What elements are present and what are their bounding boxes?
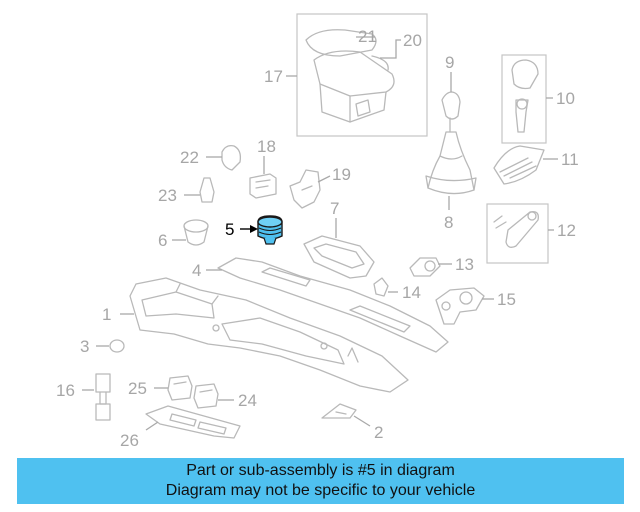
callout-14: 14	[402, 283, 421, 302]
callout-7: 7	[330, 199, 339, 218]
part-bolt-23	[199, 177, 215, 203]
banner-line-disclaimer: Diagram may not be specific to your vehi…	[165, 482, 476, 499]
callout-5: 5	[225, 220, 234, 239]
part-console-1	[129, 277, 409, 393]
part-13	[409, 257, 441, 277]
callout-15: 15	[497, 290, 516, 309]
callout-26: 26	[120, 431, 139, 450]
part-14	[373, 277, 389, 297]
part-knob-set	[501, 54, 547, 144]
callout-13: 13	[455, 255, 474, 274]
banner-line-part-number: Part or sub-assembly is #5 in diagram	[186, 462, 455, 479]
part-switch-18	[249, 173, 277, 199]
callout-4: 4	[192, 261, 201, 280]
parts-diagram: 1 2 3 4 5 6 7 8 9 10 11 12 13 14 15 16 1…	[56, 13, 579, 450]
callout-19: 19	[332, 165, 351, 184]
callout-23: 23	[158, 186, 177, 205]
part-plug-16	[95, 373, 111, 421]
part-bezel-26	[145, 405, 241, 439]
callout-3: 3	[80, 337, 89, 356]
part-shift-knob	[441, 91, 461, 133]
callout-1: 1	[102, 305, 111, 324]
callout-20: 20	[403, 31, 422, 50]
callout-9: 9	[445, 53, 454, 72]
callout-8: 8	[444, 213, 453, 232]
part-console-trim-4	[217, 257, 449, 353]
part-tray-7	[303, 235, 375, 279]
part-5-highlighted	[257, 215, 283, 245]
part-cap-22	[221, 144, 242, 171]
callout-10: 10	[556, 89, 575, 108]
callout-21: 21	[358, 27, 377, 46]
callout-12: 12	[557, 221, 576, 240]
callout-6: 6	[158, 231, 167, 250]
callout-2: 2	[374, 423, 383, 442]
callout-17: 17	[264, 67, 283, 86]
callout-11: 11	[561, 150, 579, 169]
part-grommet-3	[109, 339, 125, 353]
part-lighter	[486, 203, 549, 264]
part-bracket-19	[289, 169, 321, 209]
part-armrest-box	[296, 13, 428, 137]
callout-24: 24	[238, 391, 257, 410]
part-5-arrowhead	[250, 225, 258, 233]
part-shift-boot	[425, 131, 477, 195]
part-clip-2	[321, 403, 357, 419]
callout-22: 22	[180, 148, 199, 167]
part-switch-24	[193, 383, 219, 409]
callout-16: 16	[56, 381, 75, 400]
part-switch-25	[167, 375, 193, 401]
part-cup-6	[183, 219, 209, 246]
callout-25: 25	[128, 379, 147, 398]
part-15	[435, 287, 485, 325]
info-banner: Part or sub-assembly is #5 in diagram Di…	[17, 458, 624, 504]
callout-18: 18	[257, 137, 276, 156]
part-trim-plate	[493, 145, 545, 185]
